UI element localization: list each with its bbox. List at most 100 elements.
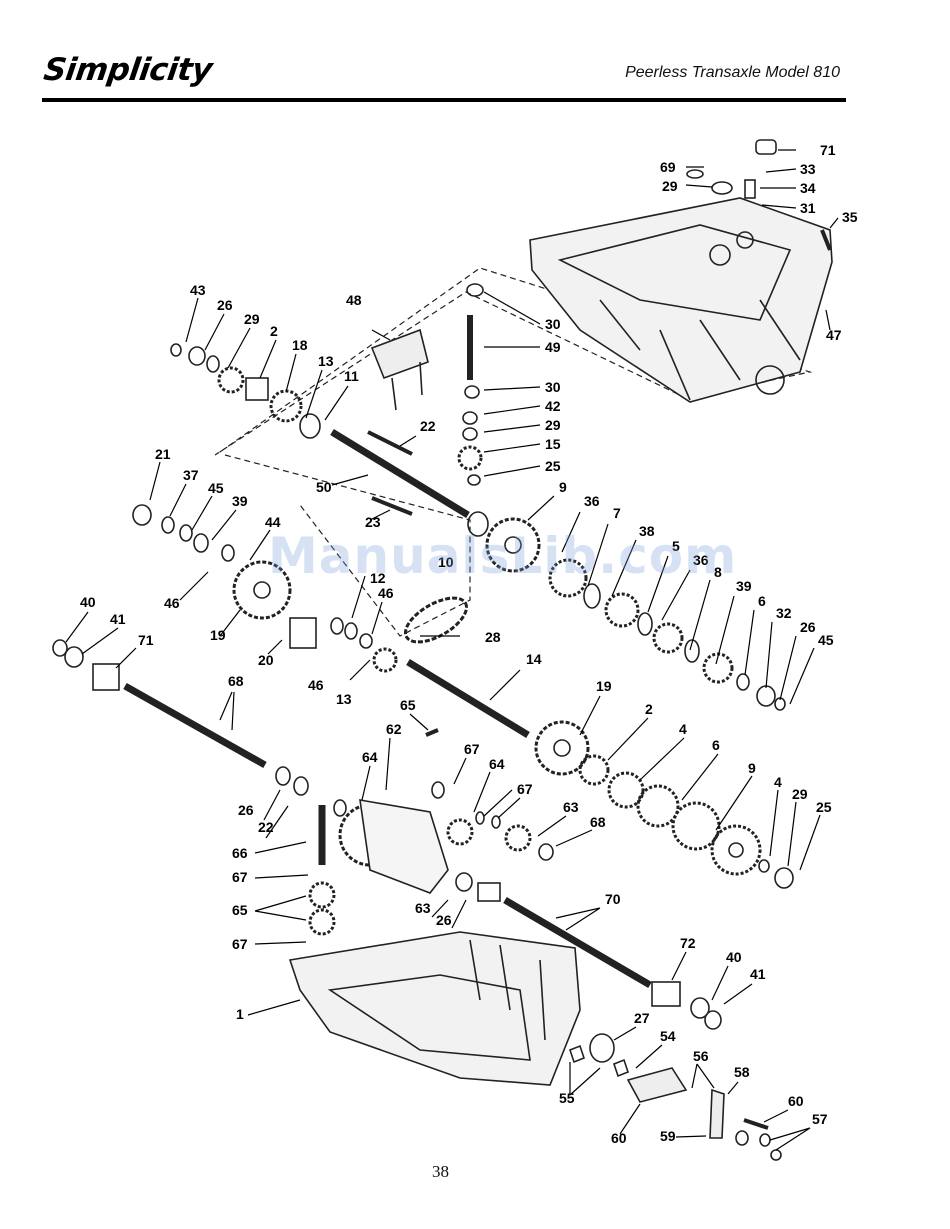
- callout-label: 2: [645, 701, 653, 717]
- callout-label: 25: [545, 458, 561, 474]
- callout-label: 45: [208, 480, 224, 496]
- callout-labels: 71 69 33 29 34 31 35 47 43 48 26 29 2 30…: [80, 142, 858, 1146]
- callout-label: 1: [236, 1006, 244, 1022]
- callout-label: 9: [559, 479, 567, 495]
- callout-label: 59: [660, 1128, 676, 1144]
- callout-label: 35: [842, 209, 858, 225]
- callout-label: 20: [258, 652, 274, 668]
- callout-label: 68: [228, 673, 244, 689]
- callout-label: 66: [232, 845, 248, 861]
- callout-label: 46: [378, 585, 394, 601]
- callout-label: 30: [545, 379, 561, 395]
- callout-label: 49: [545, 339, 561, 355]
- callout-label: 26: [238, 802, 254, 818]
- callout-label: 54: [660, 1028, 676, 1044]
- leader-lines: [65, 149, 839, 1151]
- callout-label: 4: [679, 721, 687, 737]
- callout-label: 30: [545, 316, 561, 332]
- callout-label: 29: [792, 786, 808, 802]
- page-header: Simplicity Peerless Transaxle Model 810: [0, 0, 950, 110]
- callout-label: 71: [820, 142, 836, 158]
- callout-label: 41: [110, 611, 126, 627]
- callout-label: 10: [438, 554, 454, 570]
- callout-label: 37: [183, 467, 199, 483]
- callout-label: 32: [776, 605, 792, 621]
- callout-label: 50: [316, 479, 332, 495]
- callout-label: 39: [736, 578, 752, 594]
- callout-label: 19: [210, 627, 226, 643]
- callout-label: 60: [611, 1130, 627, 1146]
- callout-label: 38: [639, 523, 655, 539]
- callout-label: 9: [748, 760, 756, 776]
- callout-label: 26: [800, 619, 816, 635]
- callout-label: 68: [590, 814, 606, 830]
- callout-label: 39: [232, 493, 248, 509]
- callout-label: 40: [80, 594, 96, 610]
- callout-label: 45: [818, 632, 834, 648]
- callout-label: 5: [672, 538, 680, 554]
- callout-label: 44: [265, 514, 281, 530]
- page-number: 38: [432, 1162, 449, 1181]
- callout-label: 28: [485, 629, 501, 645]
- callout-label: 27: [634, 1010, 650, 1026]
- callout-label: 60: [788, 1093, 804, 1109]
- callout-label: 31: [800, 200, 816, 216]
- callout-label: 4: [774, 774, 782, 790]
- callout-label: 67: [232, 936, 248, 952]
- callout-label: 62: [386, 721, 402, 737]
- callout-label: 13: [336, 691, 352, 707]
- callout-label: 22: [258, 819, 274, 835]
- callout-label: 33: [800, 161, 816, 177]
- callout-label: 67: [464, 741, 480, 757]
- watermark: ManualsLib.com: [268, 527, 738, 585]
- callout-label: 67: [232, 869, 248, 885]
- callout-label: 46: [308, 677, 324, 693]
- callout-label: 29: [244, 311, 260, 327]
- callout-label: 26: [217, 297, 233, 313]
- callout-label: 7: [613, 505, 621, 521]
- callout-label: 63: [415, 900, 431, 916]
- callout-label: 64: [362, 749, 378, 765]
- callout-label: 2: [270, 323, 278, 339]
- callout-label: 42: [545, 398, 561, 414]
- page-title: Peerless Transaxle Model 810: [625, 64, 840, 81]
- callout-label: 64: [489, 756, 505, 772]
- callout-label: 70: [605, 891, 621, 907]
- callout-label: 11: [344, 368, 359, 384]
- parts-drawing: [52, 139, 833, 1161]
- callout-label: 15: [545, 436, 561, 452]
- callout-label: 36: [693, 552, 709, 568]
- callout-label: 41: [750, 966, 766, 982]
- callout-label: 57: [812, 1111, 828, 1127]
- callout-label: 36: [584, 493, 600, 509]
- callout-label: 14: [526, 651, 542, 667]
- callout-label: 25: [816, 799, 832, 815]
- callout-label: 29: [662, 178, 678, 194]
- callout-label: 18: [292, 337, 308, 353]
- header-rule: [42, 98, 846, 102]
- callout-label: 72: [680, 935, 696, 951]
- callout-label: 8: [714, 564, 722, 580]
- callout-label: 29: [545, 417, 561, 433]
- callout-label: 56: [693, 1048, 709, 1064]
- callout-label: 6: [758, 593, 766, 609]
- callout-label: 65: [232, 902, 248, 918]
- callout-label: 34: [800, 180, 816, 196]
- callout-label: 67: [517, 781, 533, 797]
- callout-label: 65: [400, 697, 416, 713]
- callout-label: 22: [420, 418, 436, 434]
- callout-label: 19: [596, 678, 612, 694]
- callout-label: 69: [660, 159, 676, 175]
- callout-label: 23: [365, 514, 381, 530]
- callout-label: 26: [436, 912, 452, 928]
- callout-label: 71: [138, 632, 154, 648]
- callout-label: 48: [346, 292, 362, 308]
- callout-label: 13: [318, 353, 334, 369]
- callout-label: 43: [190, 282, 206, 298]
- callout-label: 40: [726, 949, 742, 965]
- callout-label: 21: [155, 446, 171, 462]
- callout-label: 12: [370, 570, 386, 586]
- callout-label: 47: [826, 327, 842, 343]
- callout-label: 46: [164, 595, 180, 611]
